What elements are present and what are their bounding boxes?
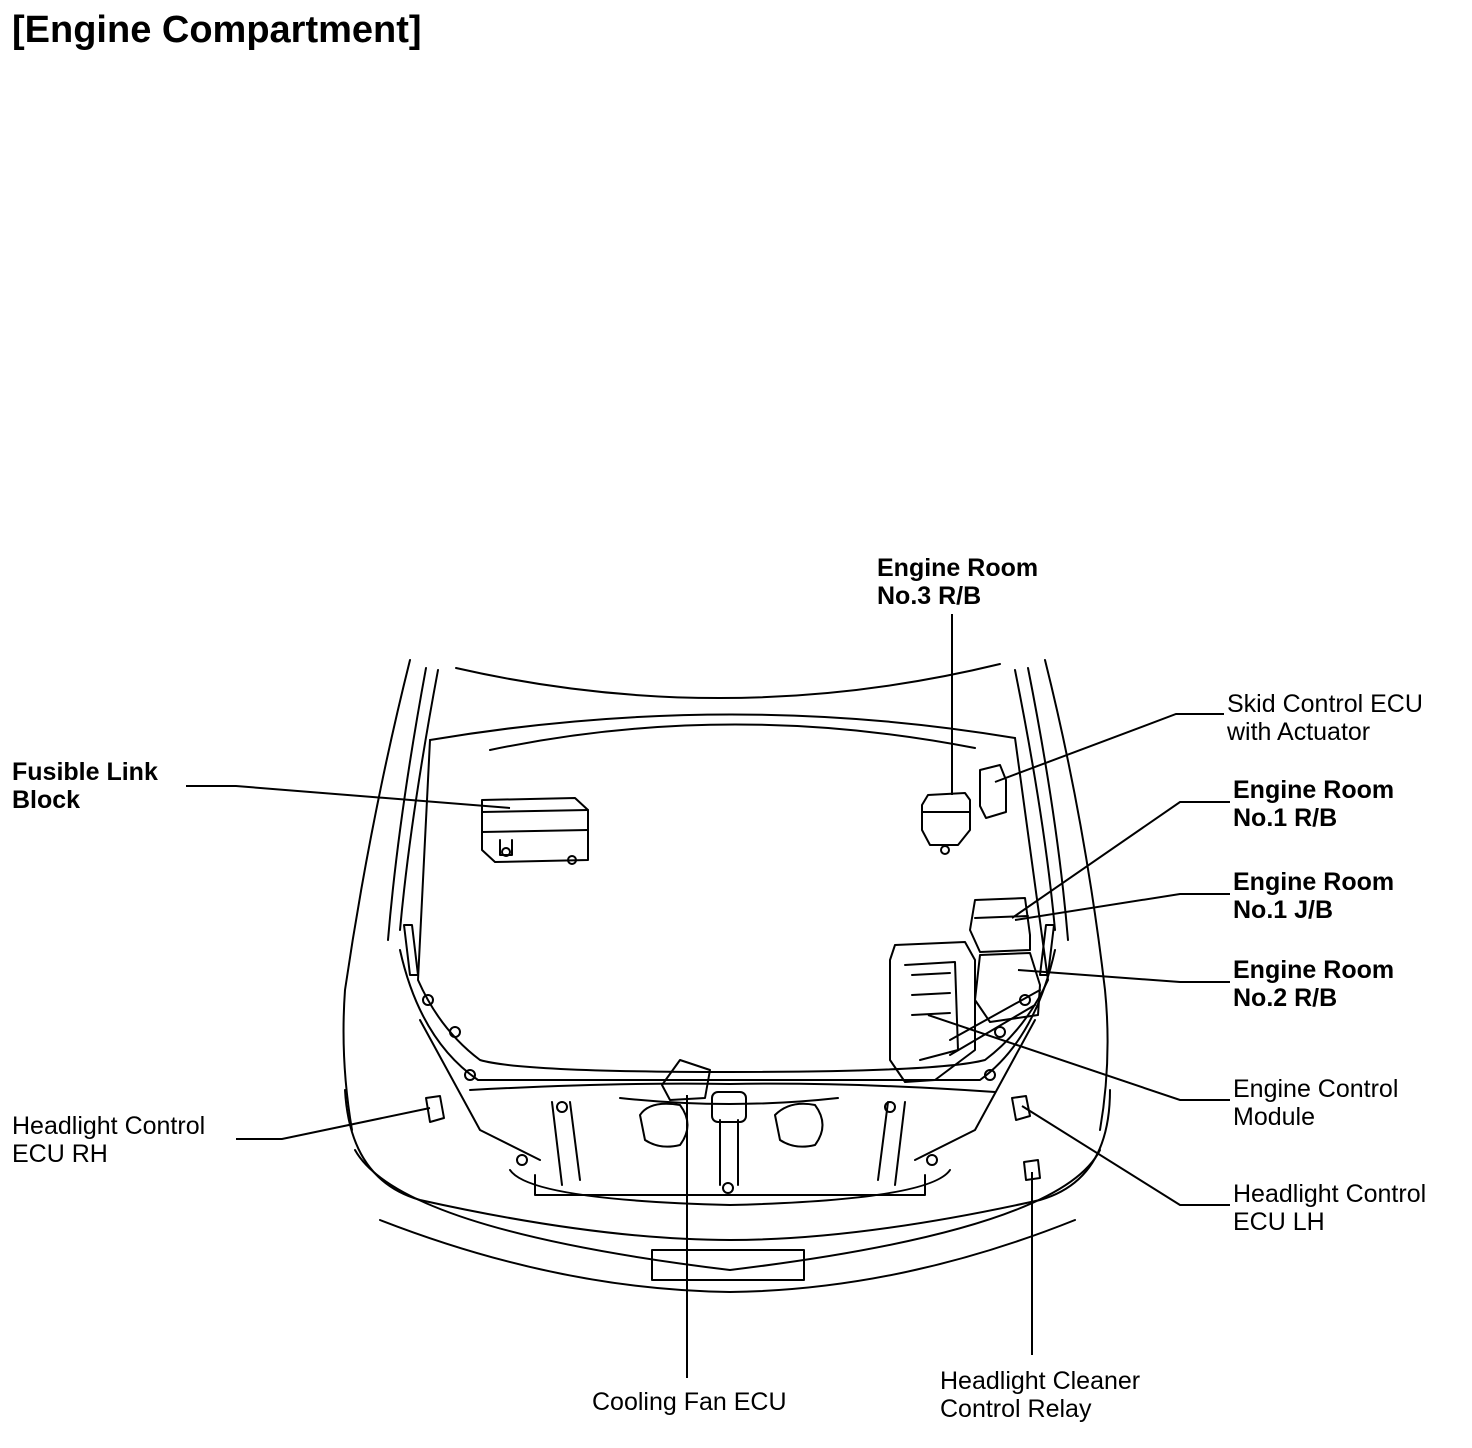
label-cooling-fan-ecu: Cooling Fan ECU [592,1388,787,1416]
front-bumper [344,1089,1111,1241]
engine-control-module-shape [889,941,1041,1083]
leader-er1-jb [1014,893,1230,921]
right-fender-inner [1014,669,1056,931]
fan-shroud-left [639,1102,689,1148]
engine-room-no1-rb-shape [969,897,1031,953]
radiator-support [469,1082,996,1093]
cowl-curve [429,713,1016,741]
leader-er1-rb [1011,801,1230,919]
leader-skid-ecu [994,713,1224,783]
page-title: [Engine Compartment] [12,9,422,51]
license-plate-area [651,1249,805,1281]
headlight-ecu-rh-shape [425,1095,445,1123]
right-fender-outer [1044,659,1109,1131]
skid-control-ecu-shape [979,764,1007,819]
fan-shroud-right [774,1102,824,1148]
engine-bay-outline [417,737,1049,1073]
headlight-cleaner-relay-shape [1023,1159,1041,1181]
left-fender-outer [342,659,411,1131]
leader-er2-rb [1017,969,1230,983]
leader-ecm [927,1014,1230,1101]
engine-room-no3-rb-shape [921,792,971,855]
windshield-curve [455,663,1001,699]
fusible-link-block-shape [481,797,589,865]
left-fender-inner [399,669,439,931]
leader-hl-rh [236,1107,431,1140]
leader-fusible [186,785,511,809]
leader-hl-lh [1021,1105,1230,1206]
headlight-ecu-lh-shape [1011,1095,1031,1121]
cowl-inner-curve [489,723,976,751]
cooling-fan-ecu-shape [661,1059,711,1101]
